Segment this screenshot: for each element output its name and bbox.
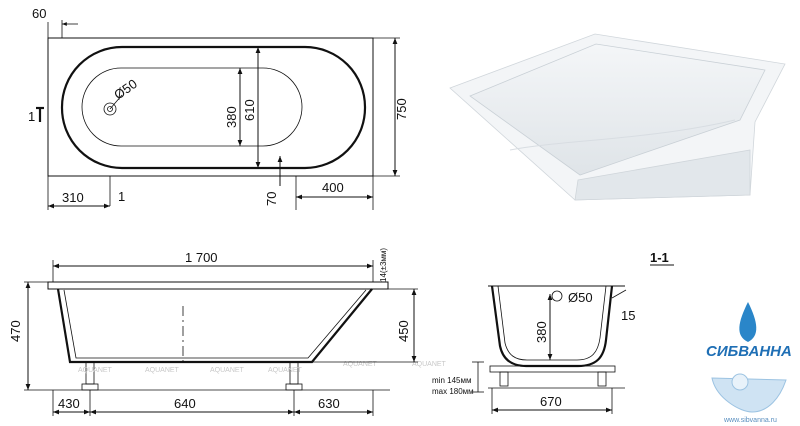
section-mark: 1	[28, 109, 35, 124]
section-rim-label: 15	[621, 308, 635, 323]
svg-text:AQUANET: AQUANET	[412, 361, 447, 368]
water-drop-icon	[739, 302, 757, 342]
drain-diameter-label: Ø50	[111, 76, 140, 102]
rim-thickness-label: 14(±3мм)	[379, 248, 388, 282]
svg-text:AQUANET: AQUANET	[145, 367, 180, 374]
brand-logo: СИБВАННА www.sibvanna.ru	[706, 302, 792, 424]
tub-bottom-outline	[81, 67, 303, 147]
drain-hole	[103, 102, 117, 116]
bottom-gap-label: 70	[264, 192, 279, 206]
tub-illustration	[449, 33, 786, 201]
tub-rim	[47, 281, 389, 290]
drain-mark-label: 1	[118, 189, 125, 204]
section-title: 1-1	[650, 250, 669, 265]
leg-right-offset-label: 630	[318, 396, 340, 411]
total-width-label: 750	[394, 98, 409, 120]
section-frame	[489, 365, 616, 373]
tub-outline-outer	[47, 37, 374, 177]
leg-max-label: max 180мм	[432, 387, 474, 396]
logo-url: www.sibvanna.ru	[723, 417, 777, 424]
leg-min-label: min 145мм	[432, 376, 471, 385]
section-width-label: 670	[540, 394, 562, 409]
svg-text:AQUANET: AQUANET	[268, 367, 303, 374]
section-depth-label: 380	[534, 321, 549, 343]
section-drain	[551, 290, 563, 302]
total-height-label: 470	[8, 320, 23, 342]
leg-span-label: 640	[174, 396, 196, 411]
inner-depth-label: 450	[396, 320, 411, 342]
tub-body-profile	[56, 288, 373, 364]
section-view: 1-1 Ø50 380 15 670	[488, 250, 674, 414]
section-drain-label: Ø50	[568, 290, 593, 305]
svg-text:AQUANET: AQUANET	[78, 367, 113, 374]
top-view: Ø50 60 380 610 750 1 310 1 70 400	[28, 6, 409, 210]
length-label: 1 700	[185, 250, 218, 265]
logo-text: СИБВАННА	[706, 343, 792, 360]
side-view: 1 700 14(±3мм) AQUANET AQUANET AQUANET A…	[8, 248, 447, 416]
leg-height-range: min 145мм max 180мм	[432, 361, 484, 396]
tub-bowl-outline	[60, 45, 367, 170]
wall-width-label: 60	[32, 6, 46, 21]
svg-text:AQUANET: AQUANET	[343, 361, 378, 368]
drain-offset-label: 310	[62, 190, 84, 205]
bathtub-icon	[711, 377, 787, 413]
inner-height-label: 380	[224, 106, 239, 128]
bowl-height-label: 610	[242, 99, 257, 121]
right-offset-label: 400	[322, 180, 344, 195]
leg-left-offset-label: 430	[58, 396, 80, 411]
svg-text:AQUANET: AQUANET	[210, 367, 245, 374]
